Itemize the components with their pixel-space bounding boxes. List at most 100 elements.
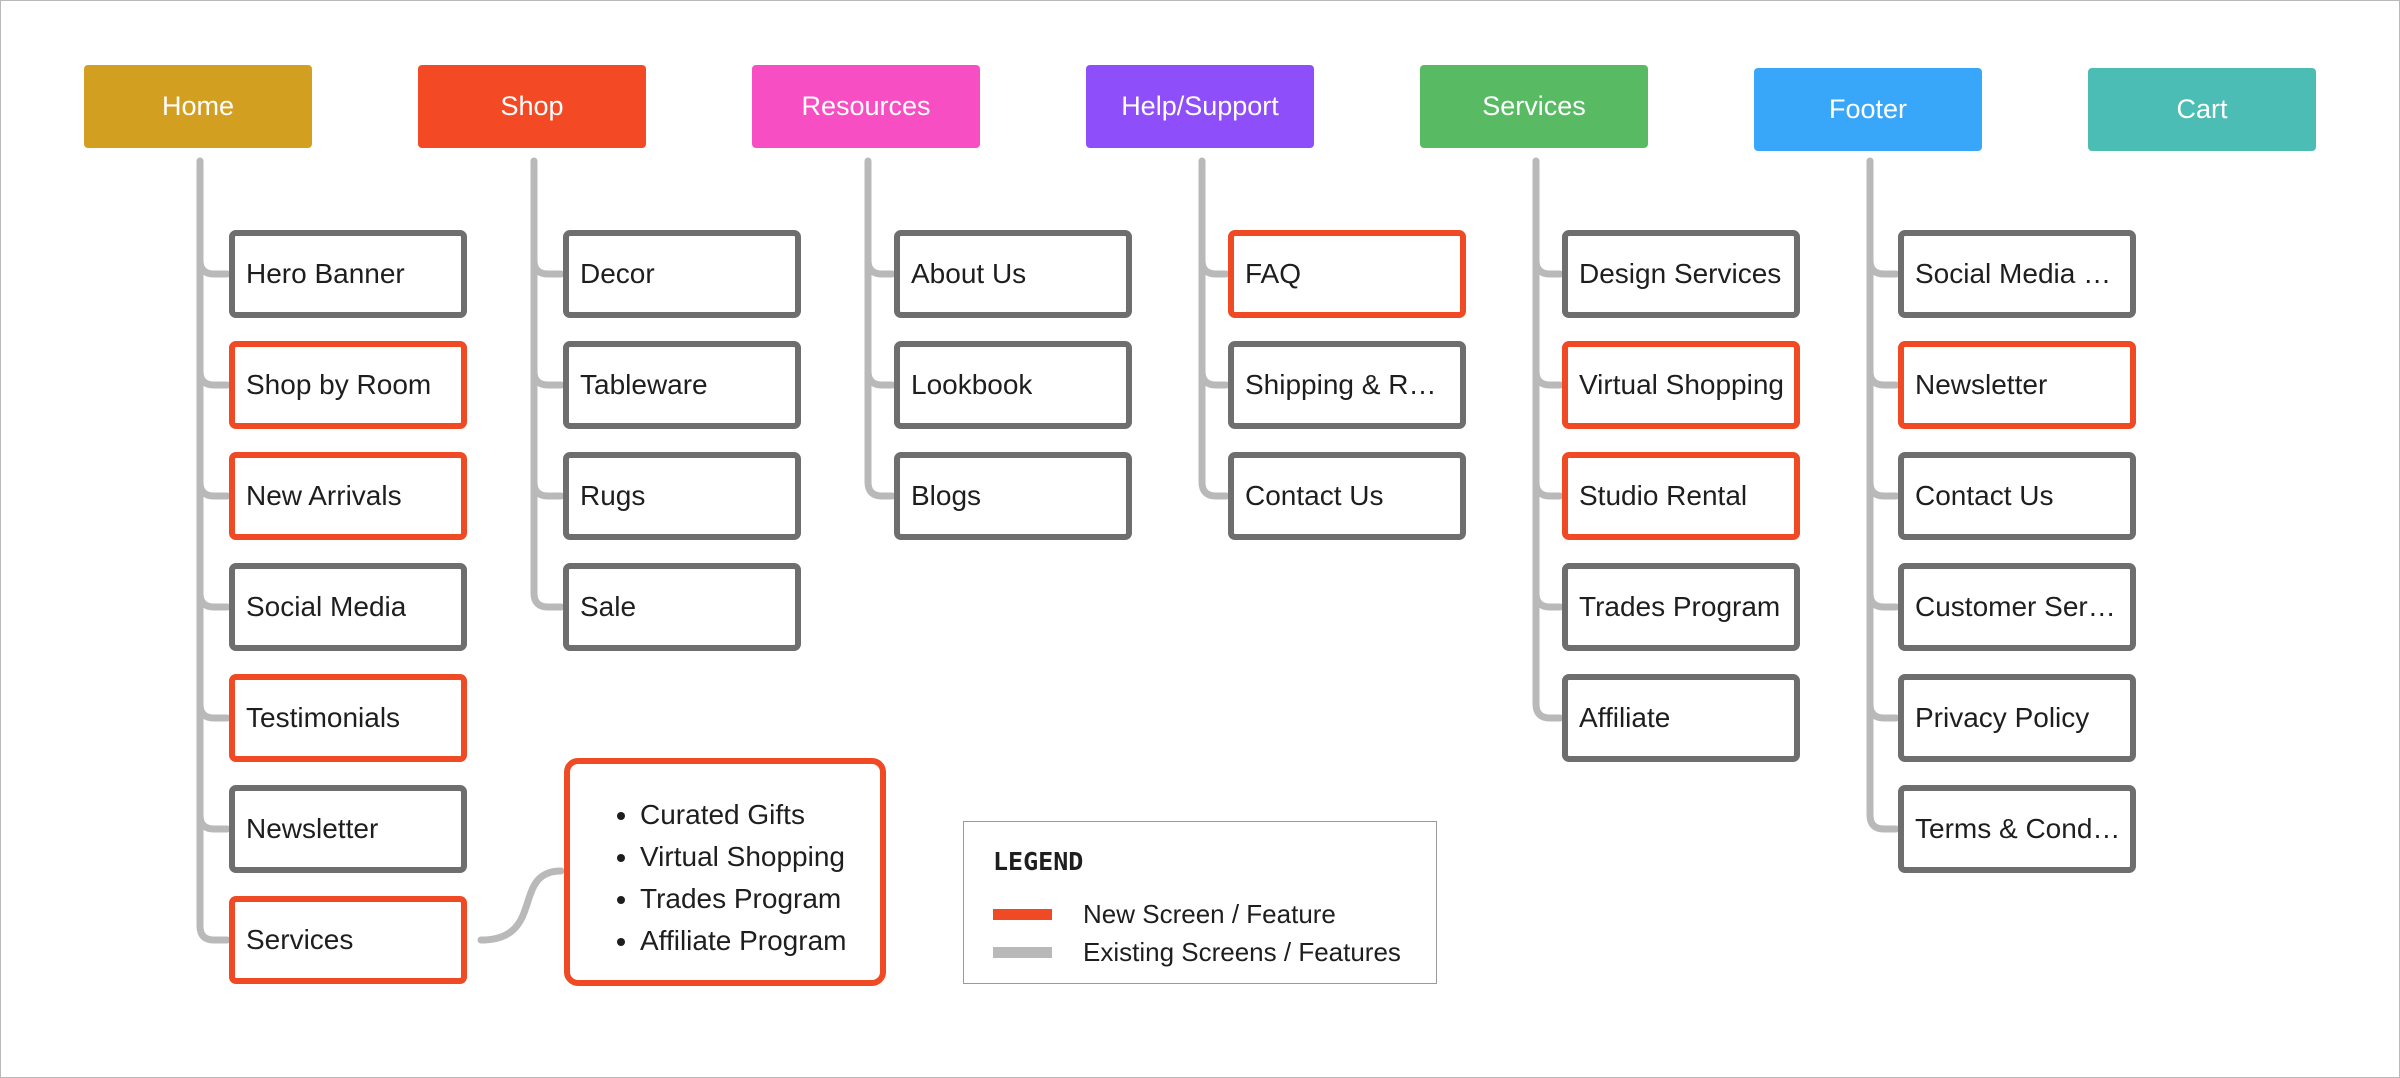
connector-line [1532, 157, 1564, 722]
services-item-label: Virtual Shopping [1579, 369, 1784, 400]
services-item[interactable]: Virtual Shopping [1562, 341, 1800, 429]
resources-item-label: Blogs [911, 480, 982, 511]
connector-line [1866, 157, 1900, 833]
footer-item[interactable]: Customer Service [1898, 563, 2136, 651]
connector-line [1866, 367, 1900, 389]
legend: LEGEND New Screen / Feature Existing Scr… [963, 821, 1437, 984]
header-resources[interactable]: Resources [752, 65, 980, 148]
home-item[interactable]: Hero Banner [229, 230, 467, 318]
shop-item-label: Rugs [580, 480, 646, 511]
connector-line [1198, 367, 1230, 389]
resources-item-label: Lookbook [911, 369, 1033, 400]
resources-item-label: About Us [911, 258, 1027, 289]
connector-line [196, 811, 231, 833]
footer-item[interactable]: Privacy Policy [1898, 674, 2136, 762]
footer-item[interactable]: Newsletter [1898, 341, 2136, 429]
home-item[interactable]: Social Media [229, 563, 467, 651]
help-support-item-label: FAQ [1245, 258, 1302, 289]
home-item-label: Newsletter [246, 813, 379, 844]
footer-item[interactable]: Contact Us [1898, 452, 2136, 540]
services-item-label: Studio Rental [1579, 480, 1748, 511]
shop-item-label: Tableware [580, 369, 708, 400]
connector-line [196, 256, 231, 278]
home-item-label: Hero Banner [246, 258, 405, 289]
help-support-item[interactable]: Contact Us [1228, 452, 1466, 540]
connector-line [530, 478, 565, 500]
connector-line [1532, 256, 1564, 278]
connector-line [1866, 256, 1900, 278]
home-item[interactable]: Newsletter [229, 785, 467, 873]
home-services-detail[interactable]: Curated Gifts Virtual Shopping Trades Pr… [564, 758, 886, 986]
footer-item-label: Contact Us [1915, 480, 2054, 511]
legend-swatch-new [993, 909, 1052, 920]
services-detail-item: Affiliate Program [640, 920, 880, 962]
services-item-label: Design Services [1579, 258, 1782, 289]
shop-item[interactable]: Decor [563, 230, 801, 318]
legend-label-existing: Existing Screens / Features [1083, 937, 1401, 967]
home-item-label: Testimonials [246, 702, 401, 733]
header-cart[interactable]: Cart [2088, 68, 2316, 151]
services-item-label: Affiliate [1579, 702, 1671, 733]
connector-line [477, 867, 565, 944]
services-detail-item: Trades Program [640, 878, 880, 920]
help-support-item[interactable]: Shipping & Retu... [1228, 341, 1466, 429]
resources-item[interactable]: Lookbook [894, 341, 1132, 429]
shop-item[interactable]: Sale [563, 563, 801, 651]
home-item[interactable]: New Arrivals [229, 452, 467, 540]
connector-line [1532, 589, 1564, 611]
connector-line [1198, 256, 1230, 278]
home-item-label: Shop by Room [246, 369, 432, 400]
services-detail-item: Curated Gifts [640, 794, 880, 836]
services-detail-list: Curated Gifts Virtual Shopping Trades Pr… [570, 794, 880, 962]
shop-item[interactable]: Tableware [563, 341, 801, 429]
connector-line [864, 367, 896, 389]
connector-line [530, 256, 565, 278]
header-footer[interactable]: Footer [1754, 68, 1982, 151]
services-item-label: Trades Program [1579, 591, 1781, 622]
connector-line [864, 157, 896, 500]
header-shop[interactable]: Shop [418, 65, 646, 148]
legend-row-existing: Existing Screens / Features [993, 937, 1401, 968]
home-item[interactable]: Testimonials [229, 674, 467, 762]
connector-line [196, 589, 231, 611]
footer-item-label: Privacy Policy [1915, 702, 2090, 733]
connector-line [1866, 589, 1900, 611]
connector-line [864, 256, 896, 278]
connector-line [196, 478, 231, 500]
header-help-support[interactable]: Help/Support [1086, 65, 1314, 148]
connector-line [530, 157, 565, 611]
help-support-item[interactable]: FAQ [1228, 230, 1466, 318]
legend-row-new: New Screen / Feature [993, 899, 1336, 930]
legend-title: LEGEND [993, 847, 1084, 876]
connector-line [1532, 367, 1564, 389]
home-item[interactable]: Services [229, 896, 467, 984]
help-support-item-label: Contact Us [1245, 480, 1384, 511]
resources-item[interactable]: About Us [894, 230, 1132, 318]
footer-item-label: Terms & Conditio... [1915, 813, 2122, 844]
connector-line [1532, 478, 1564, 500]
connector-line [1198, 157, 1230, 500]
shop-item[interactable]: Rugs [563, 452, 801, 540]
connector-line [196, 700, 231, 722]
home-item-label: Social Media [246, 591, 407, 622]
connector-line [1866, 700, 1900, 722]
footer-item[interactable]: Terms & Conditio... [1898, 785, 2136, 873]
resources-item[interactable]: Blogs [894, 452, 1132, 540]
services-item[interactable]: Trades Program [1562, 563, 1800, 651]
services-item[interactable]: Studio Rental [1562, 452, 1800, 540]
legend-label-new: New Screen / Feature [1083, 899, 1336, 929]
header-home[interactable]: Home [84, 65, 312, 148]
home-item[interactable]: Shop by Room [229, 341, 467, 429]
home-item-label: New Arrivals [246, 480, 402, 511]
header-services[interactable]: Services [1420, 65, 1648, 148]
services-item[interactable]: Design Services [1562, 230, 1800, 318]
shop-item-label: Decor [580, 258, 655, 289]
footer-item-label: Social Media Links [1915, 258, 2122, 289]
footer-item[interactable]: Social Media Links [1898, 230, 2136, 318]
connector-line [1866, 478, 1900, 500]
services-item[interactable]: Affiliate [1562, 674, 1800, 762]
connector-line [196, 367, 231, 389]
connector-line [530, 367, 565, 389]
